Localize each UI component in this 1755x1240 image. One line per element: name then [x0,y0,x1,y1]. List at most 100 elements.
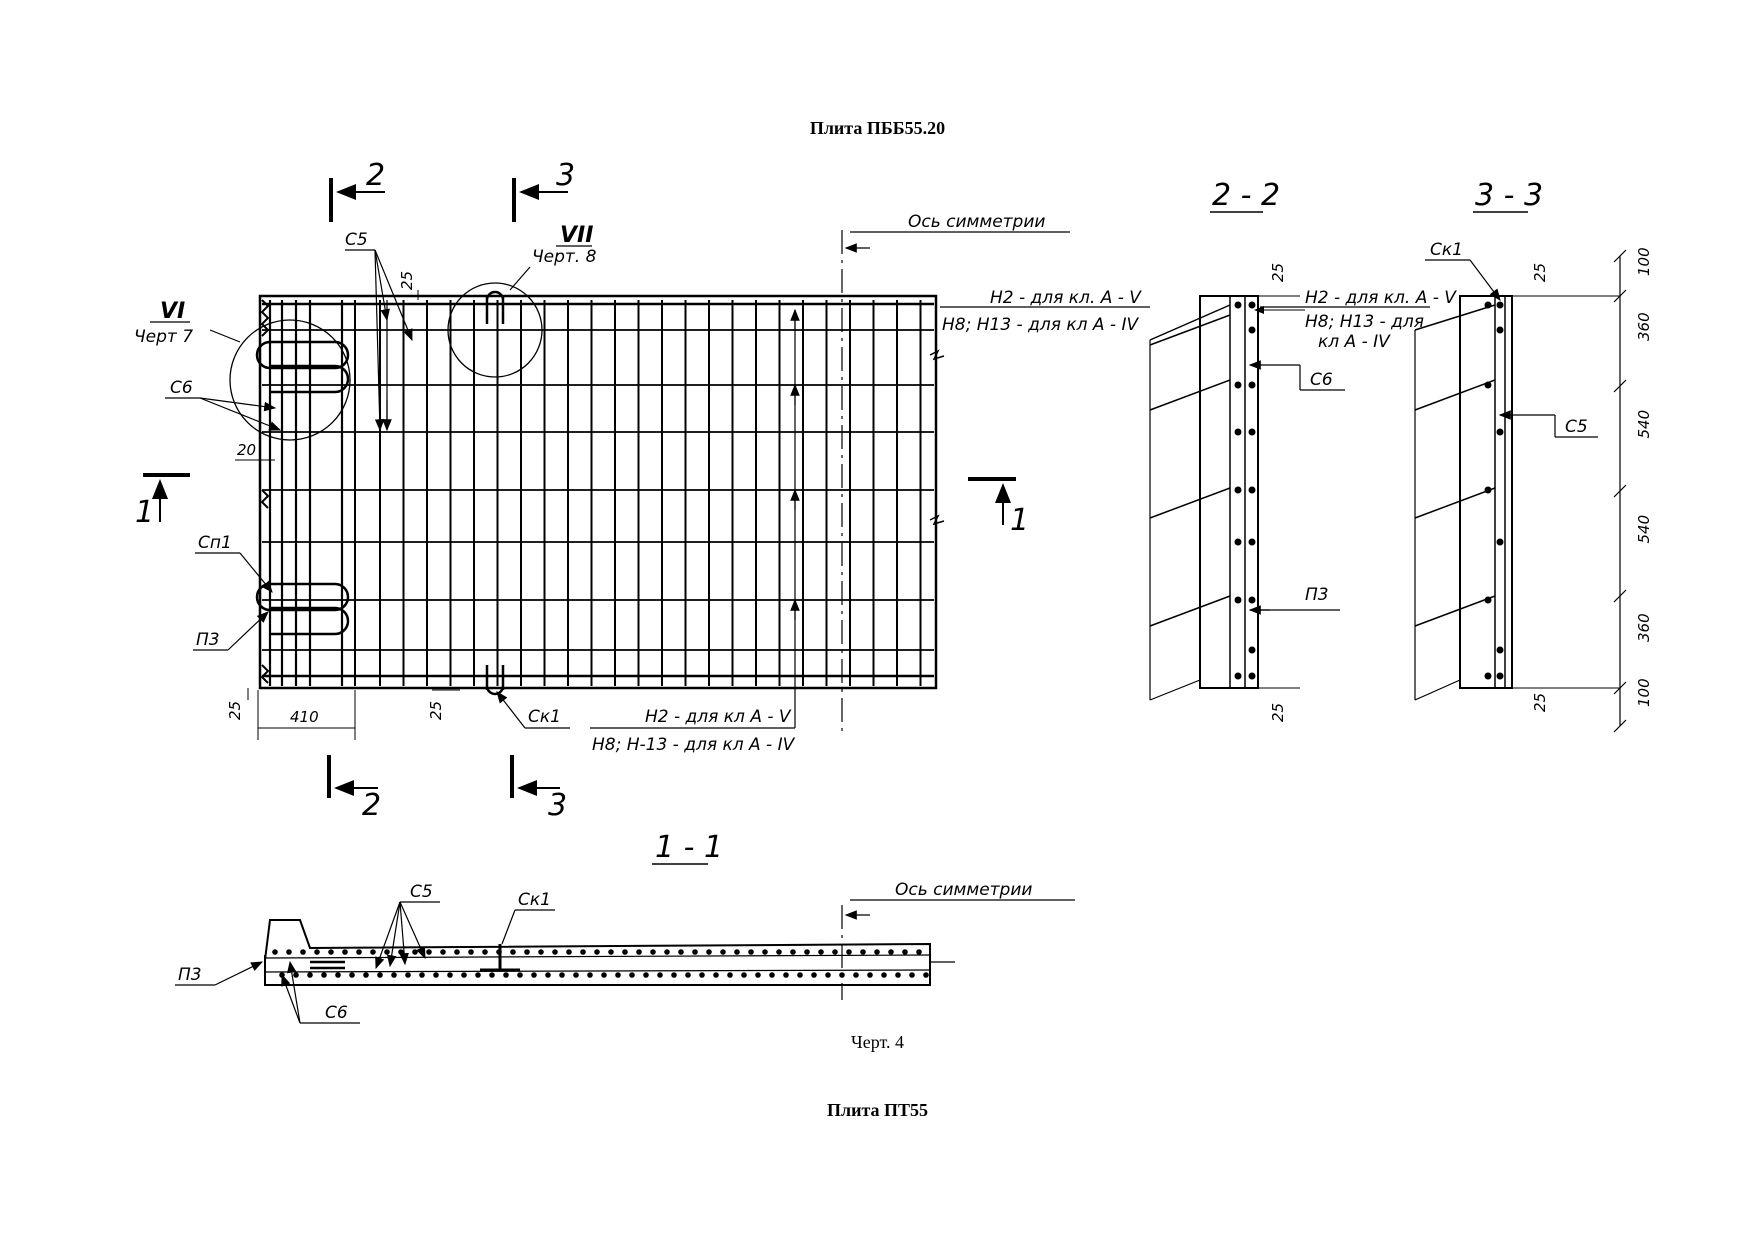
dim-20: 20 [237,441,256,459]
bar-dot [370,949,376,955]
bar-dot [1248,428,1256,436]
node-vii-circle [447,282,543,378]
bar-dot [1484,381,1492,389]
bar-dot [664,949,670,955]
bar-dot [412,949,418,955]
dim-25-top: 25 [398,271,416,290]
bar-dot [1484,672,1492,680]
ck1-label: Ск1 [528,707,561,727]
p3-label: П3 [196,630,220,650]
bar-dot [468,949,474,955]
p3-11-label: П3 [178,965,202,985]
break-mark-bottom [929,514,945,526]
break-mark-top [929,349,945,361]
bar-dot [832,949,838,955]
bar-dot [1234,301,1242,309]
bar-dot [475,972,481,978]
cut-3-top: 3 [512,158,575,222]
dim-25-22-top: 25 [1269,263,1287,282]
section-3-3-body [1459,295,1513,689]
cut-1-right: 1 [968,477,1029,538]
dim-chain-value: 360 [1635,312,1653,341]
note-h8-bottom: Н8; Н-13 - для кл А - IV [592,735,796,755]
bar-dot [1234,486,1242,494]
bar-dot [811,972,817,978]
dim-tick [1613,289,1627,303]
bar-dot [706,949,712,955]
section-2-2-bars [1234,301,1256,680]
loop-top [255,340,350,370]
dim-tick [1613,589,1627,603]
bar-dot [615,972,621,978]
bar-dot [902,949,908,955]
horizontal-bars [262,302,934,678]
drawing-title-top: Плита ПББ55.20 [809,118,946,138]
c5-label: С5 [345,230,368,250]
bar-dot [657,972,663,978]
plan-view: Ось симметрии 2 2 3 3 1 [134,158,1150,823]
bar-dot [825,972,831,978]
section-1-1-body [264,919,931,986]
bar-dot [895,972,901,978]
slab-outline [258,294,938,690]
section-1-1: 1 - 1 Ск1 С5 П3 С6 Ось си [175,830,1075,1024]
vertical-bars [268,300,922,686]
bar-dot [916,949,922,955]
bar-dot [1496,672,1504,680]
bar-dot [454,949,460,955]
bar-dot [1484,301,1492,309]
bar-dot [1496,301,1504,309]
bar-dot [1248,596,1256,604]
bar-dot [678,949,684,955]
note-h8-top: Н8; Н13 - для кл А - IV [942,315,1139,335]
loop-bottom [255,582,350,612]
section-2-2: 2 - 2 25 25 Н2 - для кл. А - V Н8; Н13 -… [1149,178,1457,722]
bar-dot [398,949,404,955]
bar-dot [818,949,824,955]
bar-dot [356,949,362,955]
bar-dot [769,972,775,978]
svg-text:1: 1 [135,495,154,530]
bar-dot [531,972,537,978]
bar-dot [685,972,691,978]
bar-dot [524,949,530,955]
bar-dot [762,949,768,955]
bar-dot [545,972,551,978]
note-h8-22-line1: Н8; Н13 - для [1305,312,1424,332]
dim-tick [1613,379,1627,393]
bar-dot [272,949,278,955]
dim-tick [1613,681,1627,695]
bar-dot [643,972,649,978]
bar-dot [1248,486,1256,494]
dim-410: 410 [290,708,319,726]
bar-dot [692,949,698,955]
svg-text:2: 2 [366,158,385,193]
bar-dot [881,972,887,978]
bar-dot [1496,326,1504,334]
bar-dot [286,949,292,955]
bar-dot [405,972,411,978]
bar-dot [776,949,782,955]
bar-dot [321,972,327,978]
bar-dot [755,972,761,978]
bar-dot [650,949,656,955]
bar-dot [566,949,572,955]
svg-text:3: 3 [556,158,575,193]
bar-dot [363,972,369,978]
node-vii-ref: Черт. 8 [532,247,597,267]
dim-chain-value: 360 [1635,613,1653,642]
note-h2-bottom: Н2 - для кл А - V [645,707,792,727]
dim-25-33-top: 25 [1531,263,1549,282]
bar-dot [587,972,593,978]
dim-tick [1613,249,1627,263]
cut-1-left: 1 [135,473,190,530]
bar-dot [342,949,348,955]
c6-label: С6 [170,378,193,398]
bar-dot [1496,428,1504,436]
bar-dot [1234,381,1242,389]
bar-dot [874,949,880,955]
bar-dot [1234,596,1242,604]
dim-chain-value: 100 [1635,678,1653,707]
bar-dot [552,949,558,955]
